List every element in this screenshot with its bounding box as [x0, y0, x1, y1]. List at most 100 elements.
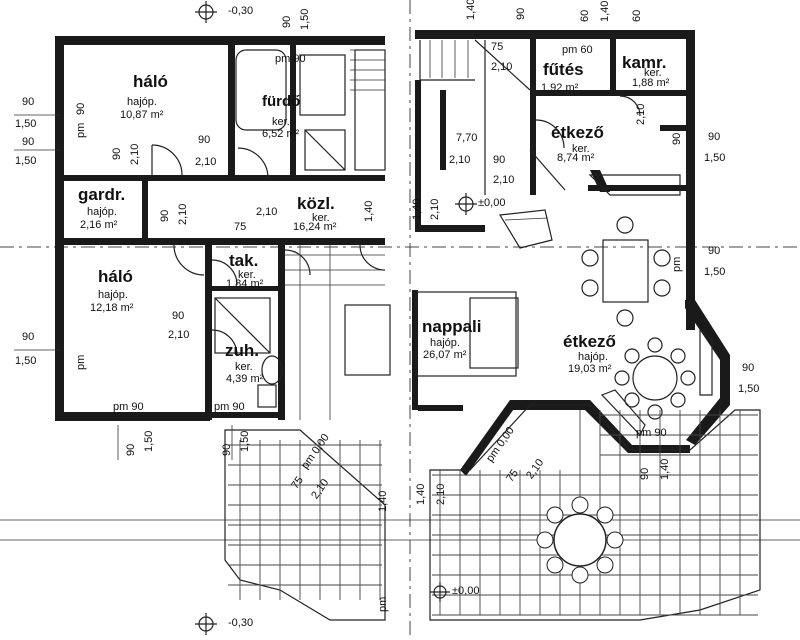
- room-area-kamr: 1,88 m²: [632, 77, 670, 89]
- dim-label: 90: [493, 154, 506, 166]
- dim-label-vertical: 1,40: [411, 198, 423, 220]
- room-name-futes: fűtés: [543, 60, 584, 79]
- room-name-halo-1: háló: [133, 72, 168, 91]
- dim-label-vertical: 90: [125, 443, 137, 456]
- room-area-etkezo-2: 19,03 m²: [568, 363, 612, 375]
- dim-label-vertical: 60: [631, 9, 643, 22]
- dim-label-vertical: 60: [579, 9, 591, 22]
- room-floor-furdo: ker.: [272, 116, 290, 128]
- corridor-tiles: [285, 245, 391, 420]
- room-name-gardr: gardr.: [78, 185, 126, 204]
- room-floor-nappali: hajóp.: [430, 337, 460, 349]
- level-marker-top: [195, 1, 217, 23]
- room-floor-tak: ker.: [238, 269, 256, 281]
- terrace-grid: [224, 404, 761, 621]
- dim-label: 1,50: [704, 266, 726, 278]
- dim-label-vertical: 90: [515, 7, 527, 20]
- dim-label: 1,50: [15, 355, 37, 367]
- room-area-futes: 1,92 m²: [541, 82, 579, 94]
- dim-label-vertical: 1,50: [239, 430, 251, 452]
- dim-label-vertical: pm: [75, 122, 87, 138]
- dim-label: pm 90: [214, 401, 245, 413]
- room-area-halo-1: 10,87 m²: [120, 109, 164, 121]
- dim-label: pm 90: [275, 53, 306, 65]
- level-label-top: -0,30: [228, 5, 254, 17]
- room-name-tak: tak.: [229, 251, 259, 270]
- dim-label: 2,10: [256, 206, 278, 218]
- dim-label-vertical: 1,40: [377, 490, 389, 512]
- room-name-furdo: fürdő: [262, 93, 301, 110]
- dim-label-vertical: 1,50: [143, 430, 155, 452]
- room-area-zuh: 4,39 m²: [226, 373, 264, 385]
- bathroom-fixtures: [214, 49, 386, 408]
- dim-label-vertical: 2,10: [635, 103, 647, 125]
- level-marker-bottom: [195, 613, 217, 635]
- dim-label-vertical: 90: [111, 147, 123, 160]
- left-wing-walls: [55, 36, 385, 421]
- dim-label: 90: [742, 362, 755, 374]
- dim-label-vertical: 1,40: [599, 0, 611, 22]
- dim-label-vertical: 90: [221, 443, 233, 456]
- dimension-lines-left: [14, 114, 233, 460]
- dim-label-vertical: pm: [377, 596, 389, 612]
- level-marker-terrace: [430, 582, 450, 602]
- stairs-right: [419, 39, 566, 249]
- door-swings-right: [535, 95, 641, 149]
- room-floor-kamr: ker.: [644, 67, 662, 79]
- dim-label-vertical: 90: [159, 209, 171, 222]
- dim-label: 2,10: [493, 174, 515, 186]
- dim-label-vertical: 1,40: [415, 483, 427, 505]
- room-area-tak: 1,84 m²: [226, 278, 264, 290]
- living-room-walls: [412, 290, 519, 410]
- room-area-furdo: 6,52 m²: [262, 128, 300, 140]
- dim-label-vertical: 90: [671, 132, 683, 145]
- room-area-nappali: 26,07 m²: [423, 349, 467, 361]
- room-floor-etkezo-2: hajóp.: [578, 351, 608, 363]
- room-area-kozl: 16,24 m²: [293, 221, 337, 233]
- dim-label-vertical: 90: [281, 15, 293, 28]
- dim-label: 90: [22, 96, 35, 108]
- dim-label: 1,50: [704, 152, 726, 164]
- stairs-left: [350, 49, 385, 91]
- dim-label: 90: [22, 136, 35, 148]
- room-area-etkezo-1: 8,74 m²: [557, 152, 595, 164]
- dim-label: 75: [234, 221, 247, 233]
- dim-label: 2,10: [449, 154, 471, 166]
- dim-label-vertical: 1,40: [465, 0, 477, 20]
- room-floor-halo-2: hajóp.: [98, 289, 128, 301]
- dim-label-vertical: 1,40: [659, 458, 671, 480]
- room-name-nappali: nappali: [422, 317, 482, 336]
- terrace-tile-lines: [228, 410, 758, 616]
- dim-label: 75: [491, 41, 504, 53]
- room-area-gardr: 2,16 m²: [80, 219, 118, 231]
- room-floor-halo-1: hajóp.: [127, 96, 157, 108]
- dim-label-vertical: pm: [671, 256, 683, 272]
- room-floor-kozl: ker.: [312, 212, 330, 224]
- room-floor-etkezo-1: ker.: [572, 143, 590, 155]
- level-label-inner: ±0,00: [478, 197, 506, 209]
- room-area-halo-2: 12,18 m²: [90, 302, 134, 314]
- dim-label: 2,10: [491, 61, 513, 73]
- dim-label: pm 90: [636, 427, 667, 439]
- dim-label: 90: [198, 134, 211, 146]
- dim-label: pm 90: [113, 401, 144, 413]
- dim-label-vertical: 2,10: [129, 143, 141, 165]
- dining-table-inner: [581, 216, 671, 327]
- room-name-kozl: közl.: [297, 194, 335, 213]
- room-name-etkezo-2: étkező: [563, 332, 616, 351]
- dim-label: pm 60: [562, 44, 593, 56]
- room-floor-gardr: hajóp.: [87, 206, 117, 218]
- bay-benches: [588, 174, 713, 437]
- level-label-terrace: ±0,00: [452, 585, 480, 597]
- room-name-halo-2: háló: [98, 267, 133, 286]
- dim-label: 7,70: [456, 132, 478, 144]
- room-name-kamr: kamr.: [622, 53, 667, 72]
- dining-table-round: [614, 337, 696, 420]
- dim-label-vertical: 2,10: [177, 203, 189, 225]
- dim-label-vertical: pm: [75, 354, 87, 370]
- room-name-etkezo-1: étkező: [551, 123, 604, 142]
- dim-label: 90: [708, 131, 721, 143]
- room-floor-zuh: ker.: [235, 361, 253, 373]
- dim-label: 1,50: [15, 118, 37, 130]
